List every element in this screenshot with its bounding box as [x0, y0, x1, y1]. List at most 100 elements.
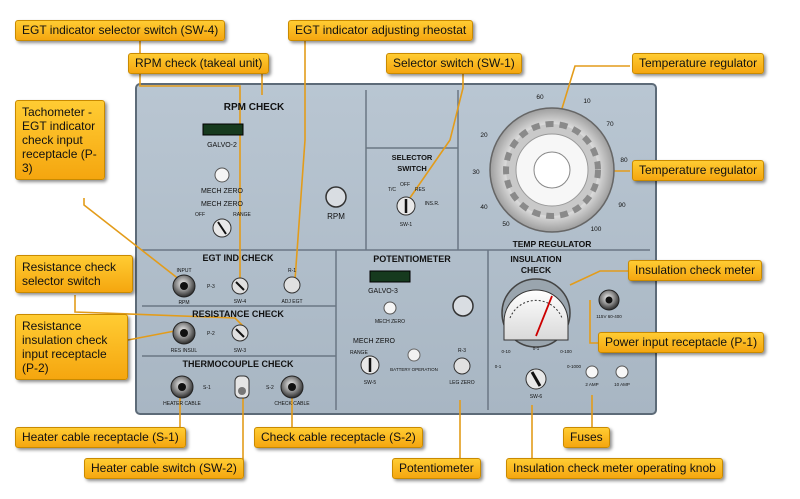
insulation-check-heading-2: CHECK: [521, 265, 552, 275]
callout-resistance-p2: Resistance insulation check input recept…: [15, 314, 128, 380]
pot-range-label: RANGE: [350, 350, 368, 356]
thermocouple-check-heading: THERMOCOUPLE CHECK: [182, 359, 294, 369]
dial-tick-90: 90: [618, 202, 626, 209]
egt-rheostat-knob[interactable]: [283, 276, 301, 294]
sw2-toggle-lever: [238, 387, 246, 395]
callout-heater-s1: Heater cable receptacle (S-1): [15, 427, 186, 448]
insulation-check-meter: [501, 278, 571, 348]
dial-tick-100: 100: [591, 226, 602, 233]
sel-pos-tc: T/C: [388, 187, 396, 193]
temp-regulator-dial[interactable]: [489, 107, 615, 233]
dial-tick-70: 70: [606, 121, 614, 128]
knob-pos-2: 0-100: [560, 349, 572, 354]
rpm-small-label: RPM: [178, 300, 189, 306]
callout-selector-sw1: Selector switch (SW-1): [386, 53, 522, 74]
r1-label: R-1: [288, 268, 296, 274]
fuse-2amp[interactable]: [585, 365, 599, 379]
p2-label: P-2: [207, 331, 215, 337]
sw6-label: SW-6: [530, 394, 543, 400]
dial-tick-60: 60: [536, 94, 544, 101]
knob-pos-5: 0-1: [533, 346, 540, 351]
mech-zero-screw-1[interactable]: [214, 167, 230, 183]
insulation-check-heading: INSULATION: [510, 254, 561, 264]
dial-ticks: 10 20 30 40 50 60 70 80 90 100: [472, 94, 628, 233]
dial-tick-50: 50: [502, 221, 510, 228]
dial-tick-30: 30: [472, 169, 480, 176]
egt-ind-check-heading: EGT IND CHECK: [202, 253, 274, 263]
mech-zero-screw-3[interactable]: [383, 301, 397, 315]
callout-tach-egt-p3: Tachometer -EGT indicator check input re…: [15, 100, 105, 180]
resistance-check-heading: RESISTANCE CHECK: [192, 309, 284, 319]
callout-rpm-check: RPM check (takeal unit): [128, 53, 270, 74]
callout-power-p1: Power input receptacle (P-1): [598, 332, 765, 353]
heater-cable-label: HEATER CABLE: [163, 401, 201, 407]
insulation-knob-pointer: [530, 371, 542, 387]
callout-heater-sw2: Heater cable switch (SW-2): [84, 458, 244, 479]
mech-zero-label-4: MECH ZERO: [353, 338, 396, 345]
sel-pos-insr: INS.R.: [425, 201, 440, 207]
p1-receptacle-hole: [605, 296, 613, 304]
knob-pos-1: 0-10: [501, 349, 511, 354]
sel-pos-off: OFF: [400, 182, 410, 188]
p2-receptacle-hole: [180, 329, 188, 337]
temp-regulator-label: TEMP REGULATOR: [513, 239, 592, 249]
callout-insulation-knob: Insulation check meter operating knob: [506, 458, 723, 479]
dial-tick-40: 40: [480, 204, 488, 211]
sw5-label: SW-5: [364, 380, 377, 386]
potentiometer-knob-large[interactable]: [452, 295, 474, 317]
battery-operation-label: BATTERY OPERATION: [390, 367, 438, 372]
rpm-check-heading: RPM CHECK: [224, 102, 285, 113]
sw3-label: SW-3: [234, 348, 247, 354]
r3-label: R-3: [458, 348, 466, 354]
range-knob-pointer: [217, 221, 227, 235]
mech-zero-label-1: MECH ZERO: [201, 188, 244, 195]
knob-pos-4: 0-1000: [567, 364, 582, 369]
sw4-label: SW-4: [234, 299, 247, 305]
rpm-knob[interactable]: [325, 186, 347, 208]
selector-heading: SELECTOR: [392, 153, 433, 162]
selector-heading-2: SWITCH: [397, 164, 427, 173]
callout-check-s2: Check cable receptacle (S-2): [254, 427, 423, 448]
callout-temp-regulator-top: Temperature regulator: [632, 53, 765, 74]
galvo3-window: [369, 270, 411, 283]
knob-positions: 0-10 0-100 0-1 0-1000 0-1: [495, 346, 582, 369]
p1-voltage-label: 115V 60-400: [596, 314, 622, 319]
fuse-2amp-label: 2 AMP: [585, 382, 598, 387]
callout-insulation-meter: Insulation check meter: [628, 260, 763, 281]
sw4-pointer: [235, 281, 245, 291]
callout-resistance-selector: Resistance check selector switch: [15, 255, 133, 293]
galvo2-window: [202, 123, 244, 136]
dial-tick-10: 10: [583, 98, 591, 105]
s2-label: S-2: [266, 385, 274, 391]
res-insul-label: RES INSUL: [171, 348, 198, 354]
mech-zero-label-2: MECH ZERO: [201, 201, 244, 208]
dial-tick-80: 80: [620, 157, 628, 164]
leg-zero-label: LEG ZERO: [449, 380, 474, 386]
panel-dividers: [142, 90, 650, 410]
sw1-label: SW-1: [400, 222, 413, 228]
p3-label: P-3: [207, 284, 215, 290]
adj-egt-label: ADJ EGT: [281, 299, 302, 305]
input-label: INPUT: [177, 268, 192, 274]
dial-tick-20: 20: [480, 132, 488, 139]
check-cable-label: CHECK CABLE: [274, 401, 310, 407]
range-off-label: OFF: [195, 212, 205, 218]
potentiometer-heading: POTENTIOMETER: [373, 254, 451, 264]
galvo3-label: GALVO-3: [368, 288, 398, 295]
s1-receptacle-hole: [178, 383, 186, 391]
callout-potentiometer: Potentiometer: [392, 458, 481, 479]
s1-label: S-1: [203, 385, 211, 391]
mech-zero-label-3: MECH ZERO: [375, 319, 405, 325]
potentiometer-r3-knob[interactable]: [453, 357, 471, 375]
range-label: RANGE: [233, 212, 251, 218]
callout-egt-rheostat: EGT indicator adjusting rheostat: [288, 20, 474, 41]
s2-receptacle-hole: [288, 383, 296, 391]
callout-egt-selector-sw4: EGT indicator selector switch (SW-4): [15, 20, 226, 41]
fuse-10amp[interactable]: [615, 365, 629, 379]
rpm-label: RPM: [327, 212, 345, 221]
battery-operation-indicator: [407, 348, 421, 362]
sel-pos-res: RES: [415, 187, 426, 193]
sw3-pointer: [235, 328, 245, 338]
